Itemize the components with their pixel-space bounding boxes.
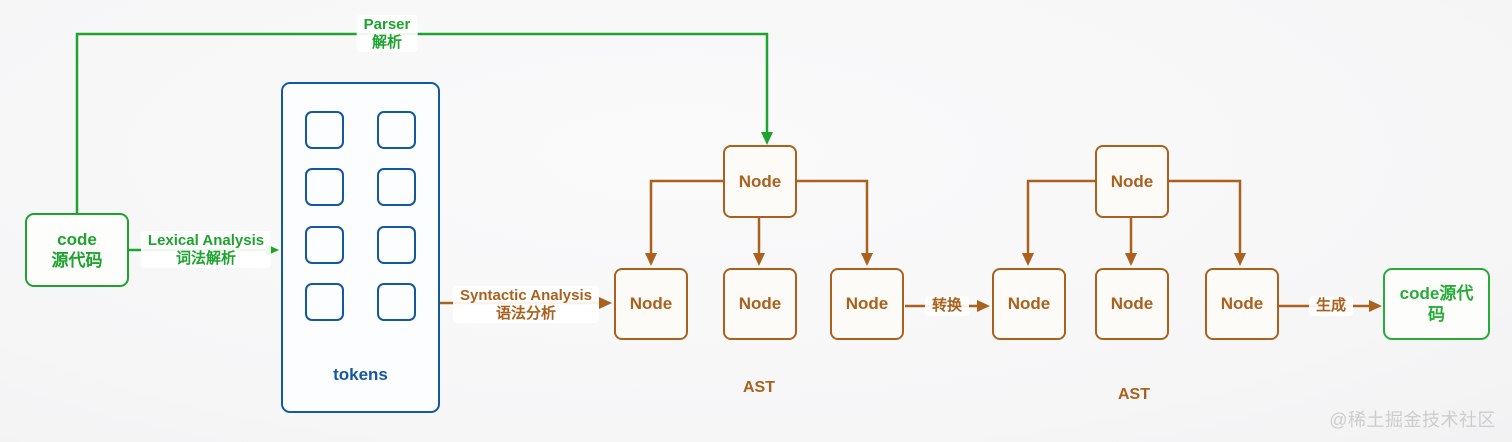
- lexical-label-en: Lexical Analysis: [147, 232, 265, 249]
- parser-arrow: [75, 32, 773, 213]
- token-square: [305, 226, 344, 264]
- node-label: Node: [1110, 171, 1154, 191]
- token-square: [377, 168, 416, 206]
- token-square: [377, 111, 416, 149]
- ast1-root-node: Node: [723, 145, 797, 218]
- syntactic-analysis-label: Syntactic Analysis 语法分析: [452, 286, 600, 324]
- ast1-caption: AST: [743, 379, 775, 396]
- node-label: Node: [738, 171, 782, 191]
- ast1-child-node-1: Node: [614, 268, 688, 340]
- lexical-label-zh: 词法解析: [175, 249, 236, 267]
- output-code-line2: 码: [1428, 305, 1445, 324]
- output-code-line1: code源代: [1399, 283, 1474, 303]
- tokens-label: tokens: [333, 365, 388, 384]
- ast1-left-connector: [645, 179, 723, 266]
- token-square: [305, 283, 344, 321]
- lexical-analysis-label: Lexical Analysis 词法解析: [140, 231, 272, 269]
- ast2-right-connector: [1168, 179, 1246, 266]
- source-code-line1: code: [57, 229, 97, 249]
- ast2-child-node-2: Node: [1095, 268, 1169, 340]
- ast1-right-connector: [797, 179, 873, 266]
- ast2-left-connector: [1022, 179, 1095, 266]
- ast2-root-node: Node: [1095, 145, 1169, 218]
- transform-label: 转换: [924, 296, 970, 316]
- ast1-child-node-2: Node: [723, 268, 797, 340]
- node-label: Node: [738, 294, 782, 314]
- source-code-line2: 源代码: [51, 251, 103, 270]
- ast2-caption: AST: [1118, 386, 1150, 403]
- ast1-child-node-3: Node: [830, 268, 904, 340]
- token-square: [377, 226, 416, 264]
- node-label: Node: [1110, 294, 1154, 314]
- node-label: Node: [629, 294, 673, 314]
- ast2-child-node-3: Node: [1205, 268, 1279, 340]
- tokens-box: tokens: [281, 82, 440, 413]
- node-label: Node: [845, 294, 889, 314]
- output-code-box: code源代 码: [1383, 268, 1490, 340]
- parser-label-en: Parser: [363, 16, 411, 33]
- syntactic-label-zh: 语法分析: [495, 304, 557, 322]
- ast2-child-node-1: Node: [992, 268, 1066, 340]
- token-square: [305, 111, 344, 149]
- token-square: [377, 283, 416, 321]
- node-label: Node: [1220, 294, 1264, 314]
- source-code-box: code 源代码: [25, 213, 129, 287]
- generate-label: 生成: [1308, 296, 1354, 316]
- syntactic-label-en: Syntactic Analysis: [459, 287, 593, 304]
- node-label: Node: [1007, 294, 1051, 314]
- watermark: @稀土掘金技术社区: [1329, 410, 1496, 430]
- token-square: [305, 168, 344, 206]
- parser-label-zh: 解析: [371, 33, 402, 51]
- parser-label: Parser 解析: [356, 15, 418, 53]
